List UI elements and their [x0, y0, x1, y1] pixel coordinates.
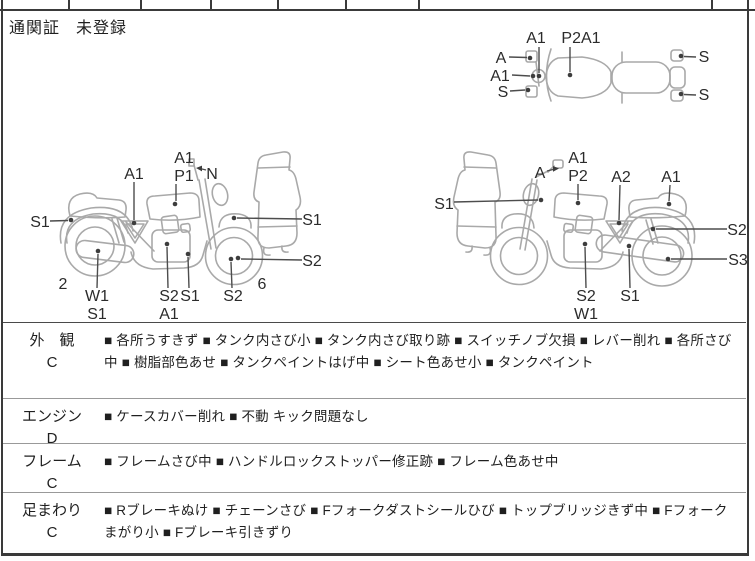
category-label: 外 観 [29, 332, 75, 349]
customs-value: 未登録 [76, 20, 128, 37]
diagram-label: S1 [302, 212, 322, 229]
diagram-label: A1 [568, 150, 588, 167]
row-header: エンジン D [2, 399, 102, 447]
table-row: フレーム C ■ フレームさび中 ■ ハンドルロックストッパー修正跡 ■ フレー… [2, 444, 746, 493]
table-row: 足まわり C ■ Rブレーキぬけ ■ チェーンさび ■ Fフォークダストシールひ… [2, 493, 746, 555]
cell-divider [345, 0, 347, 9]
diagram-label: S1 [180, 288, 200, 305]
diagram-right-side-view: A A1 P2 A2 A1 S1 S2 S3 S2 W1 S1 [434, 150, 748, 323]
diagram-label: S [699, 49, 710, 66]
table-row: 外 観 C ■ 各所うすきず ■ タンク内さび小 ■ タンク内さび取り跡 ■ ス… [2, 323, 746, 399]
cell-divider [210, 0, 212, 9]
inspection-table: 外 観 C ■ 各所うすきず ■ タンク内さび小 ■ タンク内さび取り跡 ■ ス… [2, 322, 746, 555]
diagram-label: A [496, 50, 507, 67]
condition-notes: ■ Rブレーキぬけ ■ チェーンさび ■ Fフォークダストシールひび ■ トップ… [104, 503, 728, 540]
pointer-lines-top [508, 47, 697, 97]
customs-status-line: 通関証未登録 [9, 14, 127, 38]
diagram-label: S [498, 84, 509, 101]
diagram-label: 6 [258, 276, 267, 293]
diagram-label: A1 [124, 166, 144, 183]
condition-notes: ■ フレームさび中 ■ ハンドルロックストッパー修正跡 ■ フレーム色あせ中 [104, 454, 559, 469]
diagram-label: A1 [174, 150, 194, 167]
row-header: 足まわり C [2, 493, 102, 555]
cell-divider [277, 0, 279, 9]
cell-divider [68, 0, 70, 9]
diagram-label: W1 [85, 288, 109, 305]
row-header: 外 観 C [2, 323, 102, 398]
category-label: 足まわり [21, 502, 82, 519]
grade-value: C [46, 354, 58, 371]
diagram-label: A1 [526, 30, 546, 47]
motorcycle-left-art [59, 151, 302, 286]
diagram-label: P2A1 [561, 30, 600, 47]
diagram-label: A2 [611, 169, 631, 186]
category-label: エンジン [21, 408, 82, 425]
diagram-label: S2 [302, 253, 322, 270]
cell-divider [418, 0, 420, 9]
motorcycle-right-art [452, 151, 696, 287]
diagram-label: S2 [223, 288, 243, 305]
diagram-label: S1 [434, 196, 454, 213]
table-remnant-row [0, 0, 755, 11]
diagram-label: S1 [30, 214, 50, 231]
category-label: フレーム [22, 453, 82, 470]
customs-label: 通関証 [9, 20, 61, 37]
grade-value: D [46, 430, 58, 447]
diagram-label: A [535, 165, 546, 182]
diagram-label: S3 [728, 252, 748, 269]
diagram-label: 2 [59, 276, 68, 293]
pointer-lines-right [453, 166, 727, 289]
diagram-label: S [699, 87, 710, 104]
grade-value: C [46, 524, 58, 541]
diagram-label: A1 [490, 68, 510, 85]
diagram-label: S2 [576, 288, 596, 305]
grade-value: C [46, 475, 58, 492]
diagram-label: A1 [661, 169, 681, 186]
diagram-label: W1 [574, 306, 598, 323]
vehicle-diagrams: A1 P2A1 A A1 S S S [30, 30, 748, 323]
cell-divider [140, 0, 142, 9]
diagram-left-side-view: A1 A1 P1 N S1 S1 S2 2 W1 S1 S2 A1 S1 S2 … [30, 150, 322, 323]
diagram-label: A1 [159, 306, 179, 323]
condition-notes: ■ ケースカバー削れ ■ 不動 キック問題なし [104, 409, 369, 424]
diagram-label: S1 [87, 306, 107, 323]
table-row: エンジン D ■ ケースカバー削れ ■ 不動 キック問題なし [2, 399, 746, 447]
row-header: フレーム C [2, 444, 102, 492]
diagram-label: S1 [620, 288, 640, 305]
cell-divider [711, 0, 713, 9]
diagram-label: S2 [727, 222, 747, 239]
motorcycle-top-art [525, 48, 686, 104]
condition-notes: ■ 各所うすきず ■ タンク内さび小 ■ タンク内さび取り跡 ■ スイッチノブ欠… [104, 333, 732, 370]
diagram-label: N [206, 166, 218, 183]
diagram-label: P1 [174, 168, 194, 185]
diagram-top-view: A1 P2A1 A A1 S S S [490, 30, 709, 104]
diagram-label: P2 [568, 168, 588, 185]
pointer-lines-left [49, 165, 303, 289]
diagram-label: S2 [159, 288, 179, 305]
